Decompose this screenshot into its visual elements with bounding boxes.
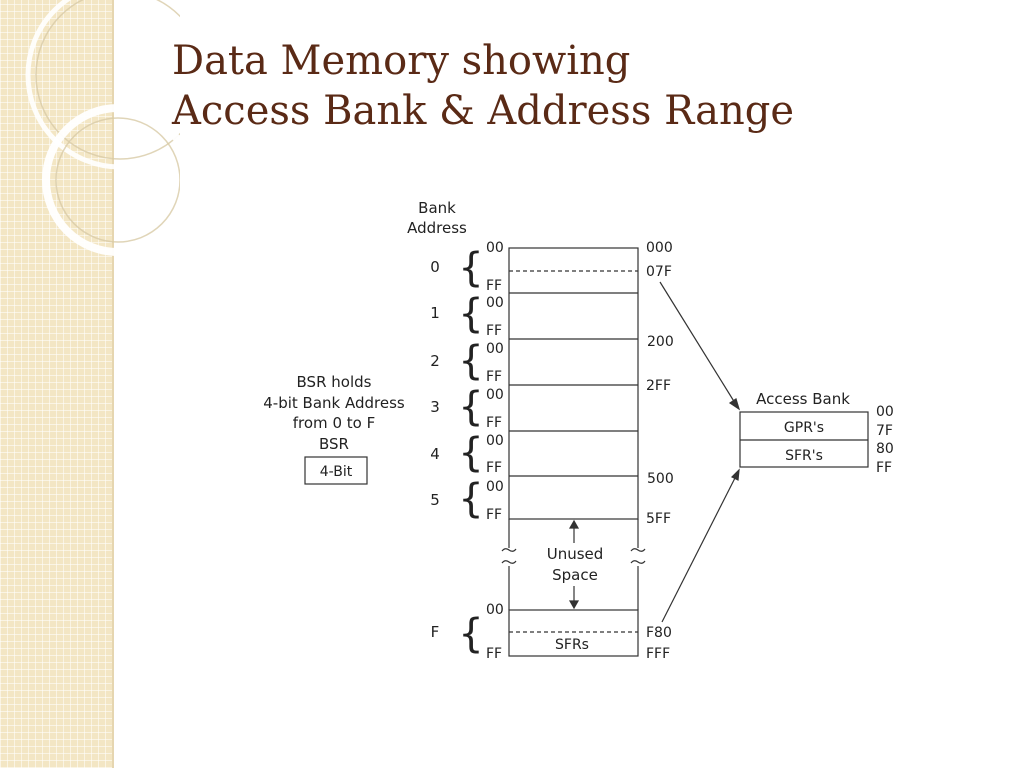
break-mark-right-1 [630,548,646,552]
brace-bank-F: { [458,611,483,657]
unused-arrow-down-head [568,600,580,610]
access-bank-offset-FF: FF [876,460,892,476]
bank-header-line1: Bank [418,199,456,217]
arrow-gprs-mapping-shaft [659,281,736,404]
address-2FF: 2FF [646,378,671,394]
access-bank-title: Access Bank [756,390,850,408]
slide-title-line2: Access Bank & Address Range [172,88,794,134]
brace-bank-3: { [458,384,483,430]
unused-space-line2: Space [552,566,598,584]
bank-number-0: 0 [430,258,440,276]
bankF-start-offset: 00 [486,602,504,618]
bank2-start-offset: 00 [486,341,504,357]
access-bank-sfrs-label: SFR's [785,448,823,464]
address-F80: F80 [646,625,672,641]
brace-bank-0: { [458,245,483,291]
address-5FF: 5FF [646,511,671,527]
bank5-end-offset: FF [486,507,502,523]
break-mark-right-2 [630,560,646,564]
bsr-box-label: 4-Bit [320,464,353,480]
bank-number-4: 4 [430,445,440,463]
bank-number-1: 1 [430,304,440,322]
arrow-sfrs-mapping-shaft [661,475,737,623]
bank1-end-offset: FF [486,323,502,339]
bank-number-2: 2 [430,352,440,370]
access-bank-offset-7F: 7F [876,423,893,439]
break-mark-left-2 [501,560,517,564]
access-bank-offset-00: 00 [876,404,894,420]
break-mark-left-1 [501,548,517,552]
break-marks [501,548,646,564]
bsr-box [304,456,368,485]
memory-column-top [508,247,639,520]
unused-arrow-up-head [568,519,580,529]
bank3-start-offset: 00 [486,387,504,403]
memory-column-bottom [508,609,639,657]
unused-space-line1: Unused [547,545,604,563]
bank-header-line2: Address [407,219,467,237]
memory-column [508,247,639,657]
bank5-start-offset: 00 [486,479,504,495]
address-FFF: FFF [646,646,670,662]
arrow-sfrs-mapping-head [730,468,740,481]
bank3-end-offset: FF [486,415,502,431]
access-bank-gprs-label: GPR's [784,420,824,436]
slide-title: Data Memory showing Access Bank & Addres… [172,36,794,136]
bank4-end-offset: FF [486,460,502,476]
address-200: 200 [647,334,674,350]
bank-number-5: 5 [430,491,440,509]
slide-title-line1: Data Memory showing [172,38,631,84]
bank-number-F: F [431,623,440,641]
bank4-start-offset: 00 [486,433,504,449]
bsr-text-line2: 4-bit Bank Address [263,394,405,412]
bank-number-3: 3 [430,398,440,416]
sidebar-decoration [0,0,112,768]
sidebar-edge [112,0,114,768]
address-500: 500 [647,471,674,487]
bankF-end-offset: FF [486,646,502,662]
access-bank-offset-80: 80 [876,441,894,457]
address-07F: 07F [646,264,672,280]
bsr-text-line3: from 0 to F [293,414,375,432]
bsr-text-line4: BSR [319,435,349,453]
bank1-start-offset: 00 [486,295,504,311]
decorative-circles [25,0,180,256]
access-bank-arrows [659,281,741,623]
bank0-start-offset: 00 [486,240,504,256]
address-000: 000 [646,240,673,256]
bank0-end-offset: FF [486,278,502,294]
sfrs-region-label: SFRs [555,637,589,653]
bank2-end-offset: FF [486,369,502,385]
arrow-gprs-mapping-head [728,398,741,411]
brace-bank-4: { [458,430,483,476]
brace-bank-1: { [458,291,483,337]
bsr-text-line1: BSR holds [297,373,372,391]
unused-space-arrows [568,519,580,610]
brace-bank-2: { [458,338,483,384]
brace-bank-5: { [458,476,483,522]
